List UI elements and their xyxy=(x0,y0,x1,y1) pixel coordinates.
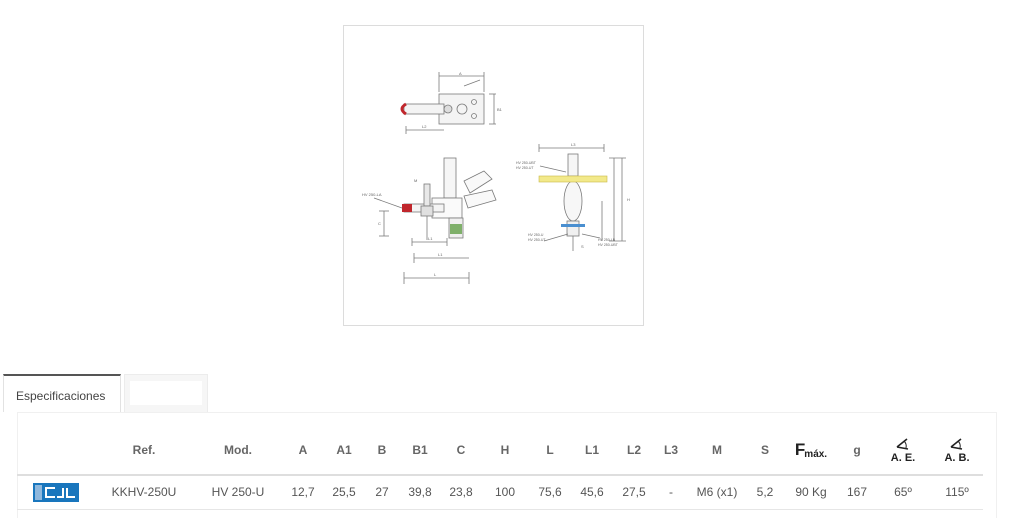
tab-bar: Especificaciones xyxy=(3,374,208,412)
cell-h: 100 xyxy=(481,475,529,510)
model-tag-8: HV 250-UBT xyxy=(598,243,619,247)
tab-label: Especificaciones xyxy=(16,389,106,403)
header-m: M xyxy=(687,426,747,476)
header-b: B xyxy=(365,426,399,476)
header-l: L xyxy=(529,426,571,476)
header-mod: Mod. xyxy=(193,426,283,476)
dim-b1-label: B1 xyxy=(497,107,503,112)
table-header-row: Ref. Mod. A A1 B B1 C H L L1 L2 L3 M S F… xyxy=(17,426,983,476)
dim-l1b-label: L1 xyxy=(428,236,433,241)
header-ab: A. B. xyxy=(931,426,983,476)
cjl-logo-icon xyxy=(35,484,75,500)
angle-open-symbol: A. E. xyxy=(891,437,915,464)
tab-secondary-inner xyxy=(130,381,202,405)
angle-closed-symbol: A. B. xyxy=(944,437,970,464)
cell-ae: 65º xyxy=(875,475,931,510)
model-tag-2: HV 250-UBT xyxy=(516,161,537,165)
header-s: S xyxy=(747,426,783,476)
cell-ref: KKHV-250U xyxy=(95,475,193,510)
header-fmax: Fmáx. xyxy=(783,426,839,476)
green-base-plate xyxy=(450,224,462,234)
cell-fmax: 90 Kg xyxy=(783,475,839,510)
header-a1: A1 xyxy=(323,426,365,476)
dim-s-label: S xyxy=(581,244,584,249)
dim-l2-label: L2 xyxy=(422,124,427,129)
technical-drawing: A B1 L2 HV 250- xyxy=(362,71,630,284)
dim-m-label: M xyxy=(414,178,417,183)
cell-l2: 27,5 xyxy=(613,475,655,510)
header-brand xyxy=(17,426,95,476)
header-a: A xyxy=(283,426,323,476)
product-drawing-frame[interactable]: A B1 L2 HV 250- xyxy=(343,25,644,326)
cell-l3: - xyxy=(655,475,687,510)
table-row[interactable]: KKHV-250U HV 250-U 12,7 25,5 27 39,8 23,… xyxy=(17,475,983,510)
red-spindle-tip xyxy=(402,204,412,212)
red-grip xyxy=(400,102,407,116)
header-ref: Ref. xyxy=(95,426,193,476)
yellow-pad xyxy=(538,175,608,183)
cell-s: 5,2 xyxy=(747,475,783,510)
header-l3: L3 xyxy=(655,426,687,476)
model-tag-5: HV 250-UT xyxy=(528,238,546,242)
angle-icon xyxy=(896,437,909,450)
cell-ab: 115º xyxy=(931,475,983,510)
header-g: g xyxy=(839,426,875,476)
specs-table: Ref. Mod. A A1 B B1 C H L L1 L2 L3 M S F… xyxy=(17,426,983,510)
header-l1: L1 xyxy=(571,426,613,476)
dim-a-label: A xyxy=(459,71,462,76)
fmax-symbol: Fmáx. xyxy=(794,440,828,460)
dim-l3-label: L3 xyxy=(571,142,576,147)
header-ae: A. E. xyxy=(875,426,931,476)
model-tag-1: HV 250-LA xyxy=(362,192,382,197)
header-h: H xyxy=(481,426,529,476)
cell-a1: 25,5 xyxy=(323,475,365,510)
model-tag-6: HV 250-LB xyxy=(598,238,616,242)
fmax-sub: máx. xyxy=(804,449,828,460)
dim-c-label: C xyxy=(378,221,381,226)
cell-l1: 45,6 xyxy=(571,475,613,510)
angle-icon xyxy=(950,437,963,450)
cell-a: 12,7 xyxy=(283,475,323,510)
tab-secondary[interactable] xyxy=(124,374,208,412)
cell-c: 23,8 xyxy=(441,475,481,510)
cell-g: 167 xyxy=(839,475,875,510)
dim-l-label: L xyxy=(434,272,437,277)
dim-h-label: H xyxy=(627,197,630,202)
angle-ab-label: A. B. xyxy=(944,451,970,464)
cell-mod: HV 250-U xyxy=(193,475,283,510)
header-b1: B1 xyxy=(399,426,441,476)
cell-brand xyxy=(17,475,95,510)
blue-washer xyxy=(561,224,585,227)
model-tag-3: HV 250-UT xyxy=(516,166,534,170)
header-l2: L2 xyxy=(613,426,655,476)
cell-b1: 39,8 xyxy=(399,475,441,510)
tab-especificaciones[interactable]: Especificaciones xyxy=(3,374,121,412)
model-tag-4: HV 250-U xyxy=(528,233,544,237)
cell-b: 27 xyxy=(365,475,399,510)
brand-logo[interactable] xyxy=(33,482,79,502)
header-c: C xyxy=(441,426,481,476)
dim-l1-label: L1 xyxy=(438,252,443,257)
angle-ae-label: A. E. xyxy=(890,451,916,464)
cell-m: M6 (x1) xyxy=(687,475,747,510)
cell-l: 75,6 xyxy=(529,475,571,510)
fmax-f: F xyxy=(794,440,805,459)
